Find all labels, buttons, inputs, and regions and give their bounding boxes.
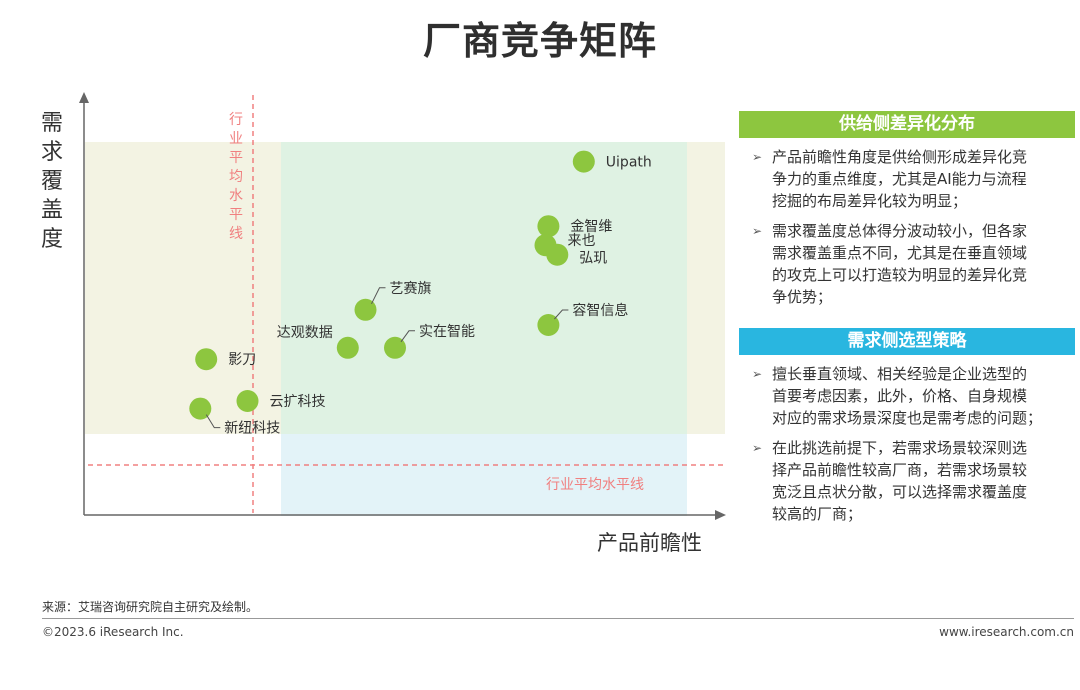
- y-axis-label-char: 盖: [41, 198, 63, 223]
- panel-section-header: 需求侧选型策略: [739, 328, 1075, 355]
- copyright: ©2023.6 iResearch Inc.: [42, 625, 184, 639]
- data-point: [546, 243, 569, 266]
- panel-section: 需求侧选型策略 ➢ 擅长垂直领域、相关经验是企业选型的首要考虑因素，此外，价格、自身…: [739, 328, 1075, 525]
- data-point: [537, 314, 560, 336]
- blue-region: [281, 434, 687, 516]
- panel-bullet-line: 择产品前瞻性较高厂商，若需求场景较: [772, 461, 1028, 479]
- data-point-label: 来也: [568, 233, 596, 249]
- point-leader-line: [554, 309, 569, 320]
- data-point: [384, 336, 406, 359]
- vertical-average-line-label-char: 平: [229, 207, 243, 223]
- panel-bullet-line: 较高的厂商；: [772, 505, 863, 523]
- panel-bullet-line: 争优势；: [772, 288, 833, 306]
- bullet-arrow-icon: ➢: [752, 441, 763, 455]
- vertical-average-line-label-char: 行: [229, 112, 243, 128]
- y-axis-label-char: 度: [41, 227, 63, 252]
- data-point-label: 金智维: [570, 219, 612, 235]
- y-axis-label-char: 求: [41, 140, 63, 165]
- panel-bullet: ➢ 擅长垂直领域、相关经验是企业选型的首要考虑因素，此外，价格、自身规模对应的需求…: [739, 363, 1075, 429]
- data-point: [537, 215, 560, 238]
- data-point: [572, 150, 595, 173]
- x-axis-arrow: [715, 510, 726, 520]
- x-axis-label: 产品前瞻性: [597, 531, 702, 555]
- panel-bullet-line: 争力的重点维度，尤其是AI能力与流程: [772, 170, 1027, 188]
- panel-bullet: ➢ 需求覆盖度总体得分波动较小，但各家需求覆盖重点不同，尤其是在垂直领域的攻克上可…: [739, 220, 1075, 308]
- vertical-average-line-label-char: 业: [229, 131, 243, 147]
- data-point: [336, 336, 359, 359]
- y-axis-arrow: [79, 92, 89, 103]
- vertical-average-line-label-char: 平: [229, 150, 243, 166]
- data-point: [195, 348, 218, 371]
- panel-bullet: ➢ 产品前瞻性角度是供给侧形成差异化竞争力的重点维度，尤其是AI能力与流程挖掘的布…: [739, 146, 1075, 212]
- competition-matrix-chart: 需求覆盖度 产品前瞻性 行业平均水平线 行业平均水平线 Uipath金智维来也弘…: [41, 92, 726, 555]
- data-point: [189, 397, 212, 420]
- vertical-average-line-label-char: 水: [229, 188, 243, 204]
- data-point-label: 容智信息: [572, 302, 628, 319]
- y-axis-label: 需求覆盖度: [41, 111, 63, 252]
- data-point-label: 云扩科技: [270, 394, 326, 410]
- point-leader-line: [371, 287, 386, 305]
- data-point: [236, 390, 259, 412]
- footer-divider: [42, 618, 1074, 619]
- data-point-label: 新纽科技: [224, 421, 280, 437]
- point-leader-line: [400, 330, 415, 343]
- panel-bullet-line: 首要考虑因素，此外，价格、自身规模: [772, 387, 1028, 405]
- panel-bullet-line: 擅长垂直领域、相关经验是企业选型的: [772, 365, 1028, 383]
- data-point-label: Uipath: [606, 155, 652, 171]
- page-title: 厂商竞争矩阵: [422, 19, 657, 63]
- panel-section: 供给侧差异化分布 ➢ 产品前瞻性角度是供给侧形成差异化竞争力的重点维度，尤其是AI能…: [739, 111, 1075, 308]
- y-axis-label-char: 覆: [41, 169, 63, 194]
- bullet-arrow-icon: ➢: [752, 367, 763, 381]
- data-point: [354, 298, 377, 321]
- panel-bullet-line: 在此挑选前提下，若需求场景较深则选: [772, 439, 1028, 457]
- data-point-label: 实在智能: [419, 324, 475, 340]
- website-url: www.iresearch.com.cn: [939, 625, 1074, 639]
- data-point-label: 达观数据: [277, 325, 333, 341]
- y-axis-label-char: 需: [41, 111, 63, 136]
- bullet-arrow-icon: ➢: [752, 150, 763, 164]
- horizontal-average-line-label: 行业平均水平线: [546, 477, 644, 493]
- panel-bullet: ➢ 在此挑选前提下，若需求场景较深则选择产品前瞻性较高厂商，若需求场景较宽泛且点状…: [739, 437, 1075, 525]
- panel-bullet-line: 挖掘的布局差异化较为明显；: [772, 192, 968, 210]
- panel-bullet-line: 需求覆盖度总体得分波动较小，但各家: [772, 222, 1028, 240]
- point-leader-line: [205, 414, 221, 429]
- vertical-average-line-label-char: 均: [229, 169, 243, 185]
- panel-bullet-line: 的攻克上可以打造较为明显的差异化竞: [772, 266, 1028, 284]
- data-point-label: 影刀: [228, 352, 256, 368]
- vertical-average-line-label: 行业平均水平线: [229, 112, 243, 242]
- data-point-label: 艺赛旗: [390, 281, 432, 297]
- panel-bullet-line: 产品前瞻性角度是供给侧形成差异化竞: [772, 148, 1028, 166]
- panel-bullet-line: 宽泛且点状分散，可以选择需求覆盖度: [772, 483, 1028, 501]
- source-note: 来源：艾瑞咨询研究院自主研究及绘制。: [42, 600, 259, 614]
- vertical-average-line-label-char: 线: [229, 226, 243, 242]
- panel-bullet-line: 对应的需求场景深度也是需考虑的问题；: [772, 409, 1043, 427]
- panel-bullet-line: 需求覆盖重点不同，尤其是在垂直领域: [772, 244, 1028, 262]
- bullet-arrow-icon: ➢: [752, 224, 763, 238]
- data-point-label: 弘玑: [579, 251, 607, 267]
- panel-section-header: 供给侧差异化分布: [739, 111, 1075, 138]
- green-region: [281, 142, 687, 434]
